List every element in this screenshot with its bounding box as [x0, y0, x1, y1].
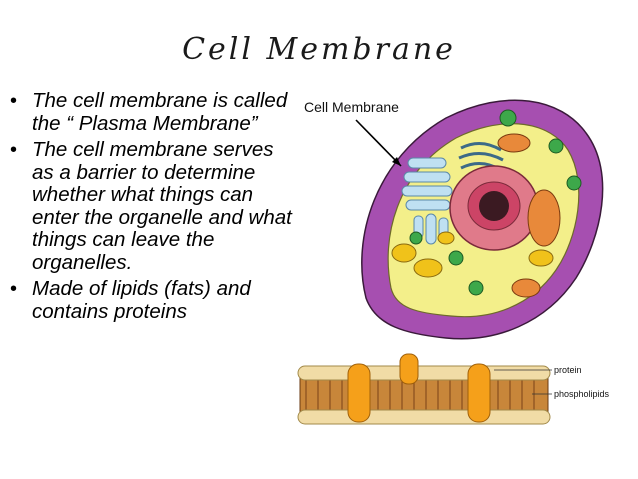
cell-membrane-label: Cell Membrane	[304, 99, 399, 115]
bullet-item: • The cell membrane is called the “ Plas…	[8, 89, 298, 135]
chromatin	[479, 191, 509, 221]
lipid-heads-bottom	[297, 409, 551, 425]
lipid-tails	[299, 377, 549, 413]
lipid-tail-lines	[305, 378, 535, 412]
mitochondria	[497, 133, 561, 298]
phospholipid-bilayer: protein phospholipids	[297, 353, 610, 425]
slide-title: Cell Membrane	[182, 32, 456, 67]
cell-membrane-pointer	[355, 119, 402, 167]
cell-diagram: Cell Membrane	[304, 99, 604, 340]
membrane-proteins	[347, 353, 491, 423]
bullet-text: The cell membrane is called the “ Plasma…	[32, 89, 288, 135]
bullet-text: Made of lipids (fats) and contains prote…	[32, 277, 251, 323]
bullet-symbol: •	[10, 278, 18, 300]
lipid-heads-top	[297, 365, 551, 381]
bullet-list: • The cell membrane is called the “ Plas…	[8, 89, 298, 327]
bullet-item: • Made of lipids (fats) and contains pro…	[8, 277, 298, 323]
phospholipids-label: phospholipids	[554, 389, 610, 399]
bullet-text: The cell membrane serves as a barrier to…	[32, 138, 292, 274]
pointer-arrowhead	[392, 157, 401, 166]
cell-membrane-illustration: Cell Membrane	[297, 99, 610, 425]
vesicles	[409, 109, 582, 296]
vacuoles	[391, 231, 554, 278]
bullet-symbol: •	[10, 90, 18, 112]
protein-label: protein	[554, 365, 582, 375]
bullet-item: • The cell membrane serves as a barrier …	[8, 138, 298, 274]
bullet-symbol: •	[10, 139, 18, 161]
